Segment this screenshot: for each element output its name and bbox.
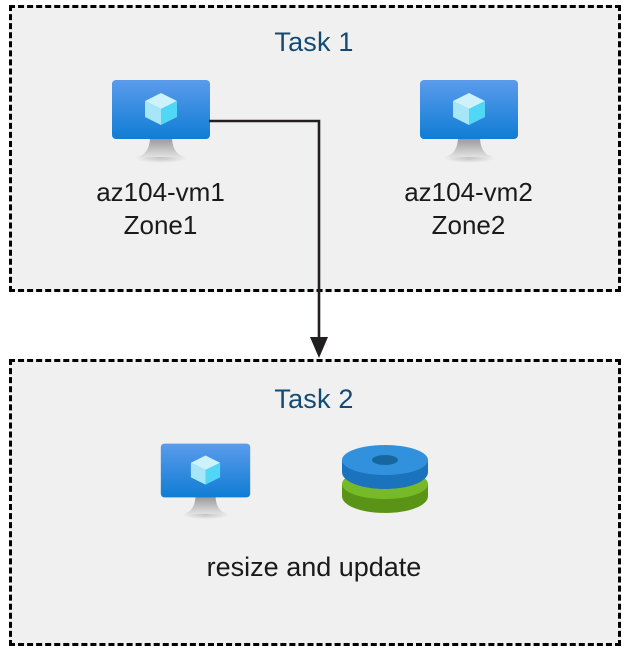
disks-icon xyxy=(342,445,428,513)
task-1-title: Task 1 xyxy=(274,27,354,57)
task-2-title: Task 2 xyxy=(274,384,354,414)
node-az104-vm1[interactable]: az104-vm1 Zone1 xyxy=(62,78,259,243)
node-label-line1: az104-vm1 xyxy=(96,177,225,207)
node-az104-vm2[interactable]: az104-vm2 Zone2 xyxy=(370,78,567,243)
down-arrow-icon xyxy=(310,337,328,358)
disk-blue xyxy=(342,445,428,489)
virtual-machine-icon xyxy=(160,443,250,520)
node-label-line2: Zone2 xyxy=(431,210,506,241)
node-task2-virtual-machine[interactable] xyxy=(150,441,260,521)
virtual-machine-icon xyxy=(419,80,518,163)
node-label-line1: az104-vm2 xyxy=(404,177,533,207)
node-label-az104-vm2: az104-vm2 Zone2 xyxy=(370,176,567,243)
node-label-line2: Zone1 xyxy=(123,210,198,241)
virtual-machine-icon xyxy=(111,80,210,163)
node-task2-disks[interactable] xyxy=(330,440,440,520)
node-label-az104-vm1: az104-vm1 Zone1 xyxy=(62,176,259,243)
task-2-container xyxy=(9,359,621,646)
task-2-caption: resize and update xyxy=(206,552,422,582)
